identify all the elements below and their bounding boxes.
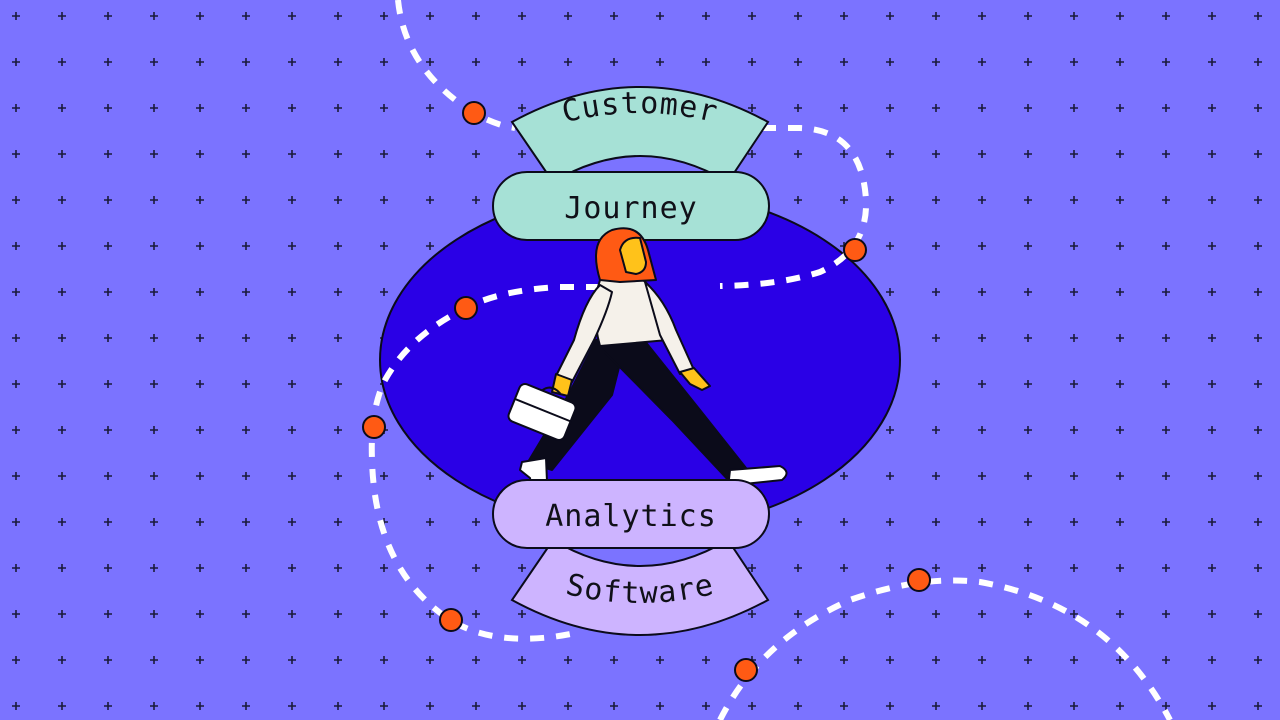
analytics-label: Analytics: [545, 499, 717, 534]
journey-dots: [362, 101, 931, 682]
journey-dot: [462, 101, 486, 125]
journey-dot: [843, 238, 867, 262]
journey-dot: [362, 415, 386, 439]
briefcase-icon: [507, 383, 577, 441]
figure-front-hand: [679, 367, 711, 391]
journey-dot: [734, 658, 758, 682]
customer-banner: [510, 86, 770, 184]
journey-dot: [907, 568, 931, 592]
analytics-banner: [492, 479, 770, 549]
figure-face: [619, 236, 647, 275]
journey-dot: [439, 608, 463, 632]
path-top-left: [395, 0, 516, 131]
software-banner: [510, 538, 770, 636]
journey-label: Journey: [564, 191, 697, 226]
journey-dot: [454, 296, 478, 320]
